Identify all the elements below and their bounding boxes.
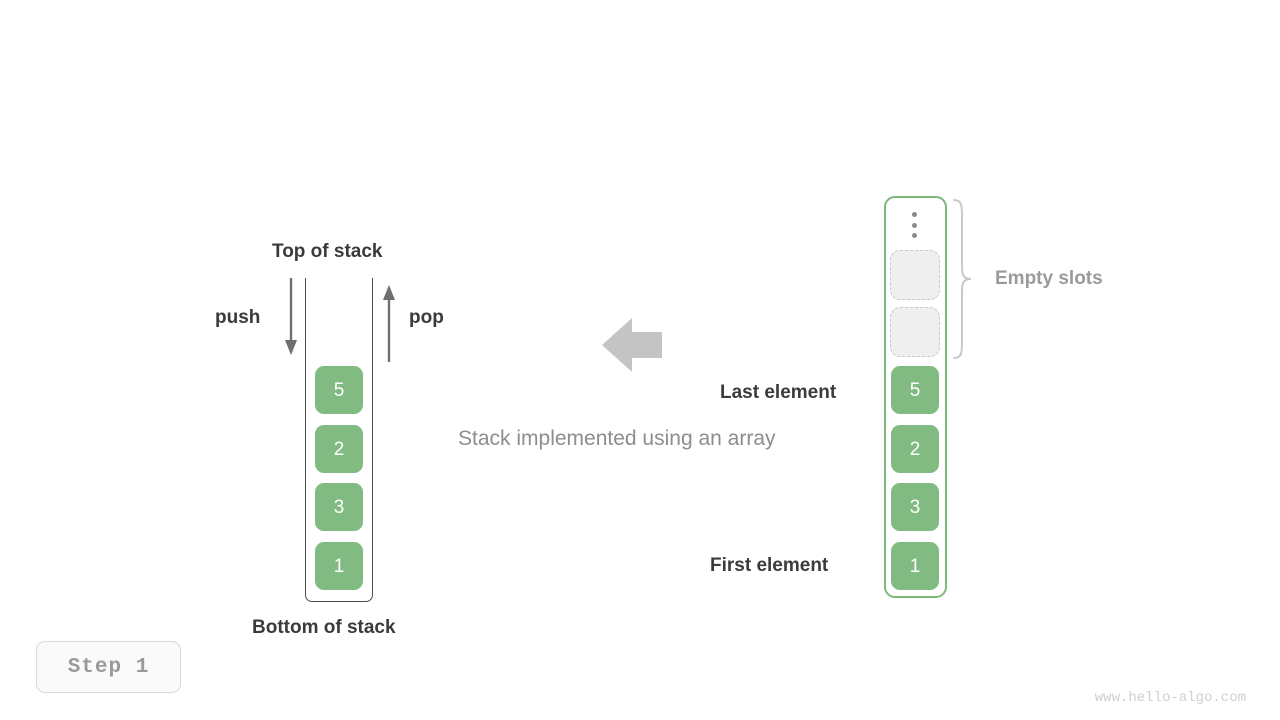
step-badge: Step 1 [36,641,181,693]
last-element-label: Last element [720,382,837,403]
stack-cell: 2 [315,425,363,473]
empty-slots-label: Empty slots [995,268,1103,289]
step-badge-label: Step 1 [67,655,150,679]
stack-cell: 5 [315,366,363,414]
push-label: push [215,307,261,328]
array-cell: 1 [891,542,939,590]
arrow-down-icon [285,278,297,355]
vertical-ellipsis-icon [910,212,918,238]
array-cell: 5 [891,366,939,414]
array-cell: 3 [891,483,939,531]
pop-label: pop [409,307,444,328]
diagram-caption: Stack implemented using an array [458,427,776,450]
top-of-stack-label: Top of stack [272,241,383,262]
array-cell: 2 [891,425,939,473]
first-element-label: First element [710,555,829,576]
empty-slot [890,307,940,357]
arrow-left-icon [602,318,662,372]
stack-cell: 3 [315,483,363,531]
arrow-up-icon [383,285,395,362]
curly-brace-icon [953,199,972,359]
stack-cell: 1 [315,542,363,590]
watermark: www.hello-algo.com [1094,690,1246,706]
bottom-of-stack-label: Bottom of stack [252,617,396,638]
empty-slot [890,250,940,300]
